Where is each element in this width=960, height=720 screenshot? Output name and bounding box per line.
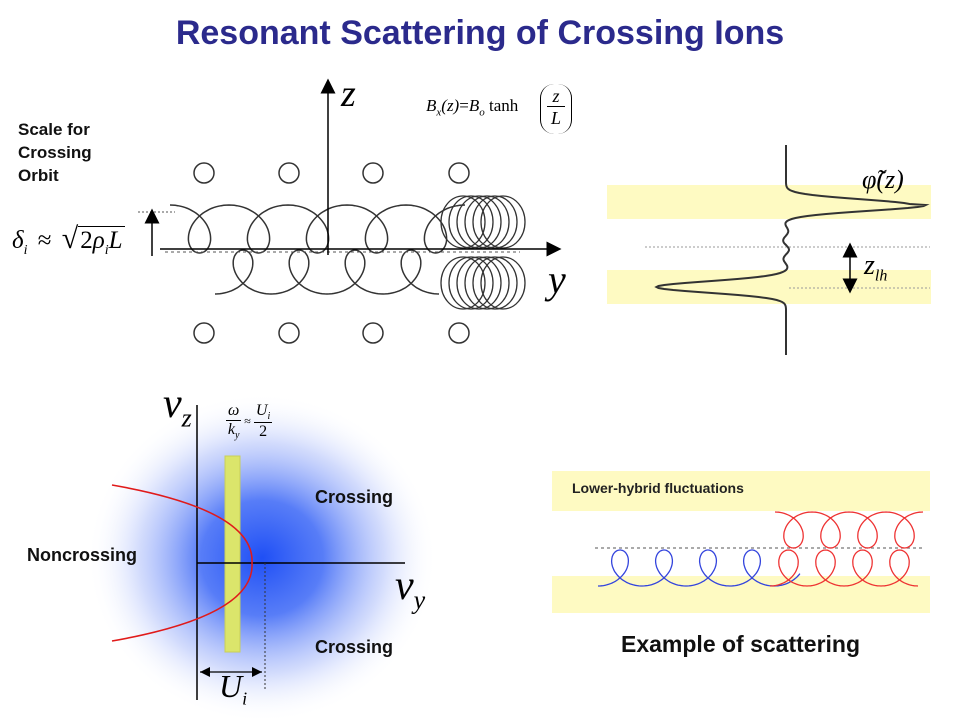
meander-upper-loops: [169, 204, 466, 254]
sqrt-radicand: 2ρiL: [78, 226, 125, 258]
scale-label: Scale for Crossing Orbit: [18, 118, 128, 187]
resonance-bar: [224, 455, 241, 653]
velocity-space-panel: [87, 393, 437, 720]
dense-loop-upper: [448, 195, 494, 249]
field-fraction: z L: [540, 84, 572, 134]
z-axis-label: z: [341, 73, 356, 115]
field-lhs-arg: (z): [441, 96, 460, 115]
scattering-caption: Example of scattering: [621, 631, 861, 657]
ui-num-main: U: [255, 402, 268, 419]
scale-rho: ρ: [92, 227, 105, 254]
scale-delta: δ: [12, 227, 24, 254]
gyro-orbits-bottom-row: [193, 322, 470, 344]
slide-title: Resonant Scattering of Crossing Ions: [175, 14, 785, 52]
phi-label: φ̃(z): [862, 165, 904, 194]
noncrossing-label: Noncrossing: [27, 545, 138, 565]
ui-arrow-head-left: [200, 667, 210, 677]
scale-label-line: Crossing: [18, 143, 92, 162]
crossing-label-bottom: Crossing: [315, 637, 394, 657]
y-axis-label: y: [548, 257, 566, 302]
dense-loop-upper: [456, 195, 502, 249]
vy-axis-label: vy: [395, 562, 425, 615]
field-eq: =: [459, 96, 469, 115]
vy-main: v: [395, 563, 414, 609]
fluct-band-lower: [552, 576, 930, 613]
scale-L: L: [108, 227, 123, 254]
resonance-approx: ≈: [244, 414, 251, 429]
crossing-boundary-parabola: [111, 484, 253, 642]
zlh-label: zlh: [864, 250, 887, 286]
dense-loop-lower: [472, 256, 518, 310]
scattering-example-panel: [552, 471, 930, 613]
dense-loop-lower: [448, 256, 494, 310]
dense-loop-upper: [440, 195, 486, 249]
meander-lower-loops: [214, 249, 440, 295]
band-upper: [607, 185, 931, 219]
ui-width-sub: i: [242, 688, 248, 709]
fluct-band-upper: [552, 471, 930, 511]
blue-orbit: [598, 549, 801, 587]
meandering-orbit: [169, 204, 466, 295]
field-lhs-sub: x: [436, 106, 442, 119]
red-orbit-lower-loops: [769, 549, 919, 587]
gyro-orbits-top-row: [193, 162, 470, 184]
distribution-glow: [87, 393, 437, 720]
fluct-label: Lower-hybrid fluctuations: [572, 480, 744, 496]
scale-two: 2: [80, 227, 93, 254]
field-lhs: B: [426, 96, 437, 115]
dense-loop-lower: [480, 256, 526, 310]
scale-delta-sub: i: [23, 243, 28, 258]
vz-axis-label: vz: [163, 380, 192, 433]
sqrt-icon: √: [61, 222, 79, 255]
scale-rho-sub: i: [104, 243, 109, 258]
vz-sub: z: [181, 403, 192, 433]
dense-loop-upper: [464, 195, 510, 249]
phi-profile-curve: [654, 145, 930, 355]
two: 2: [259, 423, 268, 441]
scale-formula: δi ≈ √2ρiL: [12, 222, 125, 259]
red-orbit: [769, 511, 924, 587]
ky-sub: y: [234, 430, 240, 442]
resonance-formula: ω ky ≈ Ui 2: [226, 402, 273, 441]
field-tanh: tanh: [488, 96, 519, 115]
omega-over-ky: ω ky: [226, 402, 242, 441]
dense-loop-lower: [440, 256, 486, 310]
scale-label-line: Scale for: [18, 120, 90, 139]
ui-num-sub: i: [267, 411, 271, 423]
dense-loop-lower: [456, 256, 502, 310]
crossing-label-top: Crossing: [315, 487, 394, 507]
blue-orbit-loops: [598, 549, 801, 587]
dense-orbit-loops: [440, 195, 526, 310]
omega: ω: [226, 402, 242, 421]
field-b0-sub: o: [479, 106, 485, 119]
field-frac-num: z: [547, 86, 565, 107]
field-formula: Bx(z)=Bo tanh: [426, 96, 518, 118]
ui-over-two: Ui 2: [253, 402, 273, 441]
ky-main: k: [227, 421, 235, 438]
ui-num: Ui: [253, 402, 273, 424]
field-b0: B: [468, 96, 480, 115]
ky: ky: [226, 421, 241, 441]
potential-profile-panel: [607, 145, 931, 355]
dense-loop-lower: [464, 256, 510, 310]
field-frac-den: L: [550, 108, 561, 128]
dense-loop-upper: [472, 195, 518, 249]
vy-sub: y: [413, 585, 426, 615]
crossing-orbit-panel: [138, 78, 562, 344]
ui-width-label: Ui: [219, 668, 247, 709]
vz-main: v: [163, 381, 182, 427]
scale-approx: ≈: [37, 227, 52, 254]
red-orbit-upper-loops: [774, 511, 924, 549]
ui-width-main: U: [219, 668, 243, 704]
zlh-sub: lh: [874, 267, 888, 285]
zlh-main: z: [864, 250, 875, 281]
scale-label-line: Orbit: [18, 166, 59, 185]
dense-loop-upper: [480, 195, 526, 249]
ui-arrow-head-right: [252, 667, 262, 677]
